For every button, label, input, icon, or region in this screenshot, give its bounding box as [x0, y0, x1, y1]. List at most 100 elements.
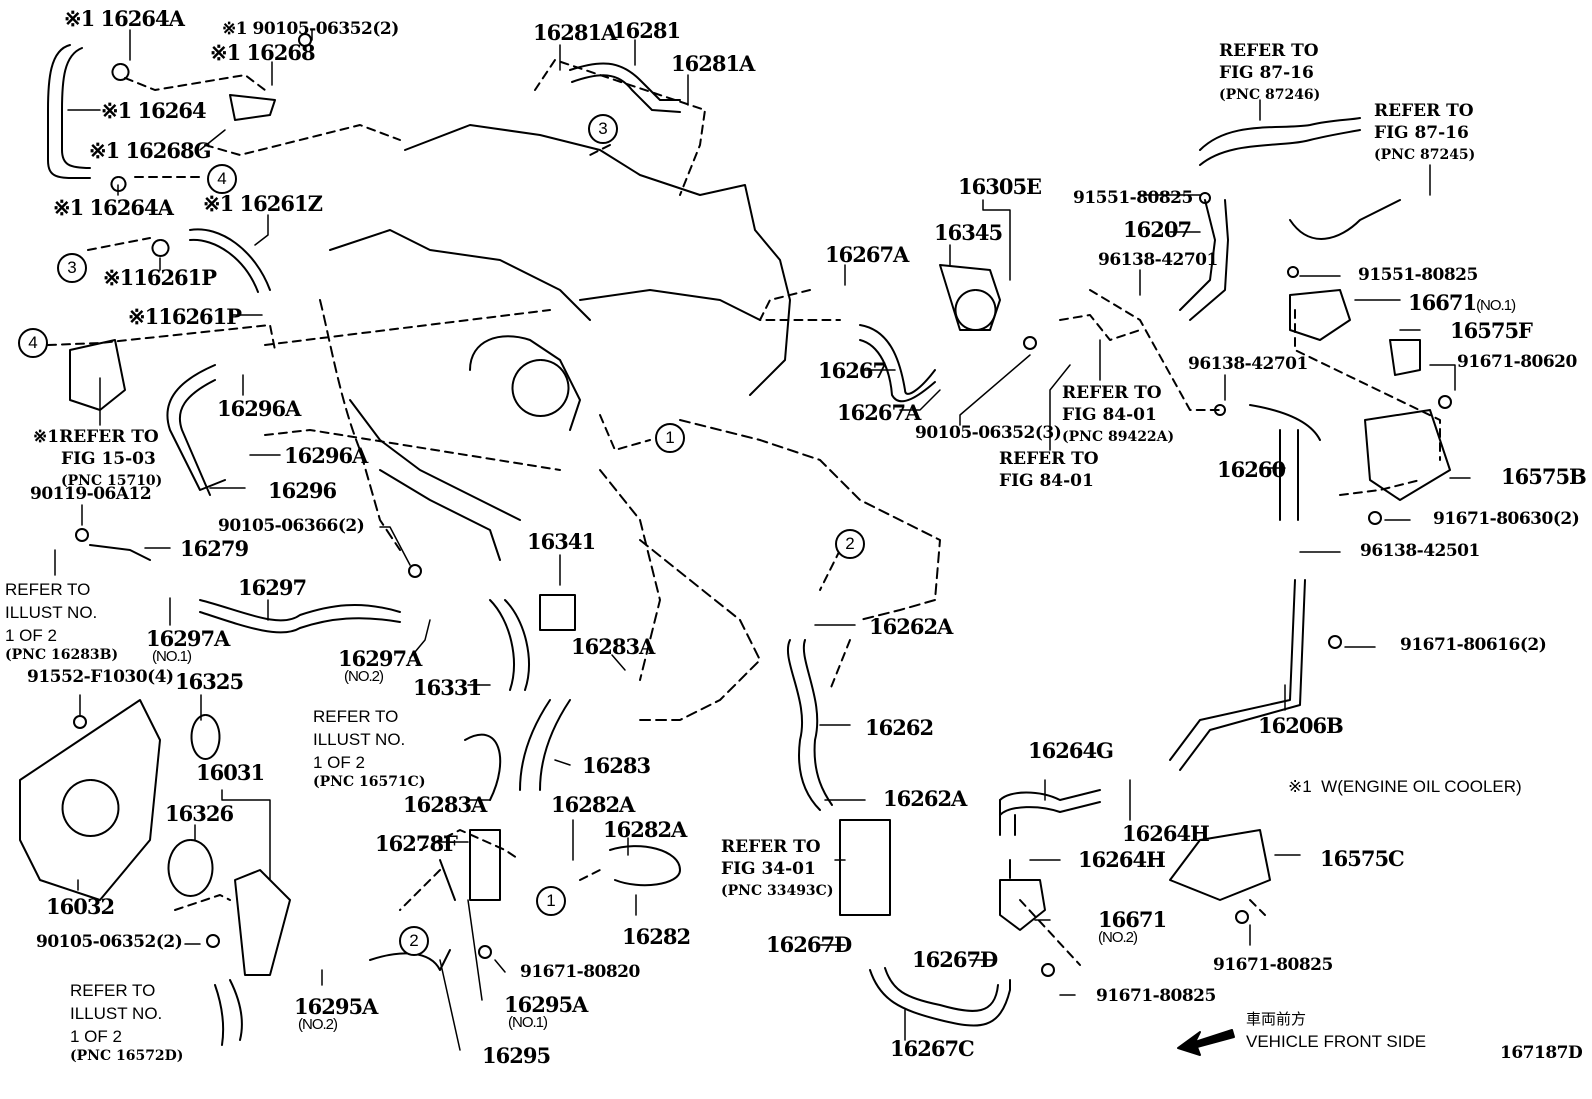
- callout-3: 3: [57, 253, 87, 283]
- part-label[interactable]: 90105-06352(3): [915, 423, 1062, 443]
- part-label[interactable]: ※116261P: [128, 304, 242, 329]
- part-label[interactable]: 16264H: [1122, 821, 1210, 846]
- part-label[interactable]: 16575B: [1501, 464, 1587, 489]
- part-label[interactable]: 91551-80825: [1358, 265, 1478, 285]
- part-label[interactable]: 91671-80825: [1213, 955, 1333, 975]
- part-label[interactable]: ※1 16264: [101, 98, 207, 123]
- reference-note[interactable]: REFER TO FIG 84-01 (PNC 89422A): [1062, 383, 1175, 445]
- part-label[interactable]: 16296: [268, 478, 337, 503]
- part-label[interactable]: 16295A(NO.2): [294, 994, 378, 1033]
- callout-1: 1: [536, 886, 566, 916]
- part-label[interactable]: 16267D: [766, 932, 852, 957]
- part-label[interactable]: 16295: [482, 1043, 551, 1068]
- reference-note[interactable]: REFER TO ILLUST NO. 1 OF 2 (PNC 16572D): [70, 981, 184, 1064]
- part-label[interactable]: 16267C: [890, 1036, 975, 1061]
- part-label[interactable]: 16267A: [837, 400, 921, 425]
- part-label[interactable]: 16260: [1217, 457, 1286, 482]
- part-label[interactable]: 16282A: [551, 792, 635, 817]
- part-label[interactable]: 16278F: [375, 831, 458, 856]
- part-label[interactable]: 16279: [180, 536, 249, 561]
- part-label[interactable]: 16575F: [1450, 318, 1533, 343]
- part-label[interactable]: 16283: [582, 753, 651, 778]
- engine-block-outline: [319, 124, 941, 721]
- part-label[interactable]: 16325: [175, 669, 244, 694]
- part-label[interactable]: 16296A: [217, 396, 301, 421]
- part-label[interactable]: 16297A(NO.1): [146, 626, 230, 665]
- part-label[interactable]: 16297: [238, 575, 307, 600]
- callout-4: 4: [18, 328, 48, 358]
- part-label[interactable]: 90105-06366(2): [218, 516, 365, 536]
- part-label[interactable]: 91671-80620: [1457, 352, 1577, 372]
- part-label[interactable]: 16341: [527, 529, 596, 554]
- reference-note[interactable]: REFER TO ILLUST NO. 1 OF 2 (PNC 16283B): [5, 580, 119, 663]
- part-label[interactable]: 16267D: [912, 947, 998, 972]
- part-label[interactable]: 16281A: [671, 51, 755, 76]
- reference-note[interactable]: REFER TO FIG 34-01 (PNC 33493C): [721, 837, 834, 899]
- part-label[interactable]: 16206B: [1258, 713, 1344, 738]
- callout-3: 3: [588, 114, 618, 144]
- part-label[interactable]: 16264H: [1078, 847, 1166, 872]
- part-label[interactable]: ※1 16268G: [89, 138, 212, 163]
- part-label[interactable]: 91552-F1030(4): [27, 667, 174, 687]
- callout-4: 4: [207, 164, 237, 194]
- reference-note[interactable]: REFER TO ILLUST NO. 1 OF 2 (PNC 16571C): [313, 707, 426, 790]
- part-label[interactable]: 16282A: [603, 817, 687, 842]
- part-label[interactable]: ※1 16264A: [53, 195, 174, 220]
- part-label[interactable]: 16267: [818, 358, 887, 383]
- callout-2: 2: [835, 529, 865, 559]
- fasteners: [73, 33, 1452, 977]
- reference-note[interactable]: ※1REFER TO FIG 15-03 (PNC 15710): [33, 427, 163, 489]
- part-label[interactable]: 16281: [612, 18, 681, 43]
- part-label[interactable]: 16282: [622, 924, 691, 949]
- part-label[interactable]: 16262: [865, 715, 934, 740]
- part-label[interactable]: 16671(NO.2): [1098, 907, 1167, 946]
- figure-id: 167187D: [1500, 1043, 1583, 1063]
- part-label[interactable]: 16267A: [825, 242, 909, 267]
- hoses: [19, 44, 1451, 1046]
- part-label[interactable]: 16262A: [883, 786, 967, 811]
- part-label[interactable]: 91671-80616(2): [1400, 635, 1547, 655]
- part-label[interactable]: 16575C: [1320, 846, 1405, 871]
- part-label[interactable]: 16297A(NO.2): [338, 646, 422, 685]
- part-label[interactable]: ※1 16261Z: [203, 191, 323, 216]
- part-label[interactable]: 16031: [196, 760, 265, 785]
- front-direction-arrow: [1177, 1029, 1235, 1056]
- part-label[interactable]: 16296A: [284, 443, 368, 468]
- part-label[interactable]: 16264G: [1028, 738, 1114, 763]
- part-label[interactable]: 16283A: [403, 792, 487, 817]
- part-label[interactable]: 16345: [934, 220, 1003, 245]
- part-label[interactable]: 16283A: [571, 634, 655, 659]
- callout-1: 1: [655, 423, 685, 453]
- part-label[interactable]: ※1 16268: [210, 40, 316, 65]
- part-label[interactable]: ※116261P: [103, 265, 217, 290]
- part-label[interactable]: 96138-42701: [1098, 250, 1218, 270]
- part-label[interactable]: 16262A: [869, 614, 953, 639]
- part-label[interactable]: 96138-42701: [1188, 354, 1308, 374]
- vehicle-front-label: VEHICLE FRONT SIDE: [1246, 1032, 1427, 1051]
- part-label[interactable]: 90119-06A12: [30, 484, 152, 504]
- part-label[interactable]: ※1 16264A: [64, 6, 185, 31]
- callout-2: 2: [399, 926, 429, 956]
- part-label[interactable]: 16032: [46, 894, 115, 919]
- part-label[interactable]: 16207: [1123, 217, 1192, 242]
- part-label[interactable]: 91671-80825: [1096, 986, 1216, 1006]
- reference-note[interactable]: REFER TO FIG 87-16 (PNC 87245): [1374, 101, 1476, 163]
- part-label[interactable]: 16671(NO.1): [1408, 290, 1516, 315]
- reference-note[interactable]: REFER TO FIG 84-01: [999, 449, 1099, 491]
- part-label[interactable]: 16281A: [533, 20, 617, 45]
- reference-note[interactable]: REFER TO FIG 87-16 (PNC 87246): [1219, 41, 1321, 103]
- part-label[interactable]: 91671-80630(2): [1433, 509, 1580, 529]
- part-label[interactable]: 91551-80825: [1073, 188, 1193, 208]
- part-label[interactable]: 16331: [413, 675, 482, 700]
- leader-lines: [54, 29, 1471, 1051]
- part-label[interactable]: 16305E: [958, 174, 1042, 199]
- part-label[interactable]: 16295A(NO.1): [504, 992, 588, 1031]
- dashed-connectors: [47, 59, 1441, 966]
- part-label[interactable]: ※1 90105-06352(2): [222, 19, 399, 39]
- part-label[interactable]: 96138-42501: [1360, 541, 1480, 561]
- part-label[interactable]: 91671-80820: [520, 962, 640, 982]
- part-label[interactable]: 16326: [165, 801, 234, 826]
- part-label[interactable]: 90105-06352(2): [36, 932, 183, 952]
- vehicle-front-jp: 車両前方: [1246, 1011, 1307, 1028]
